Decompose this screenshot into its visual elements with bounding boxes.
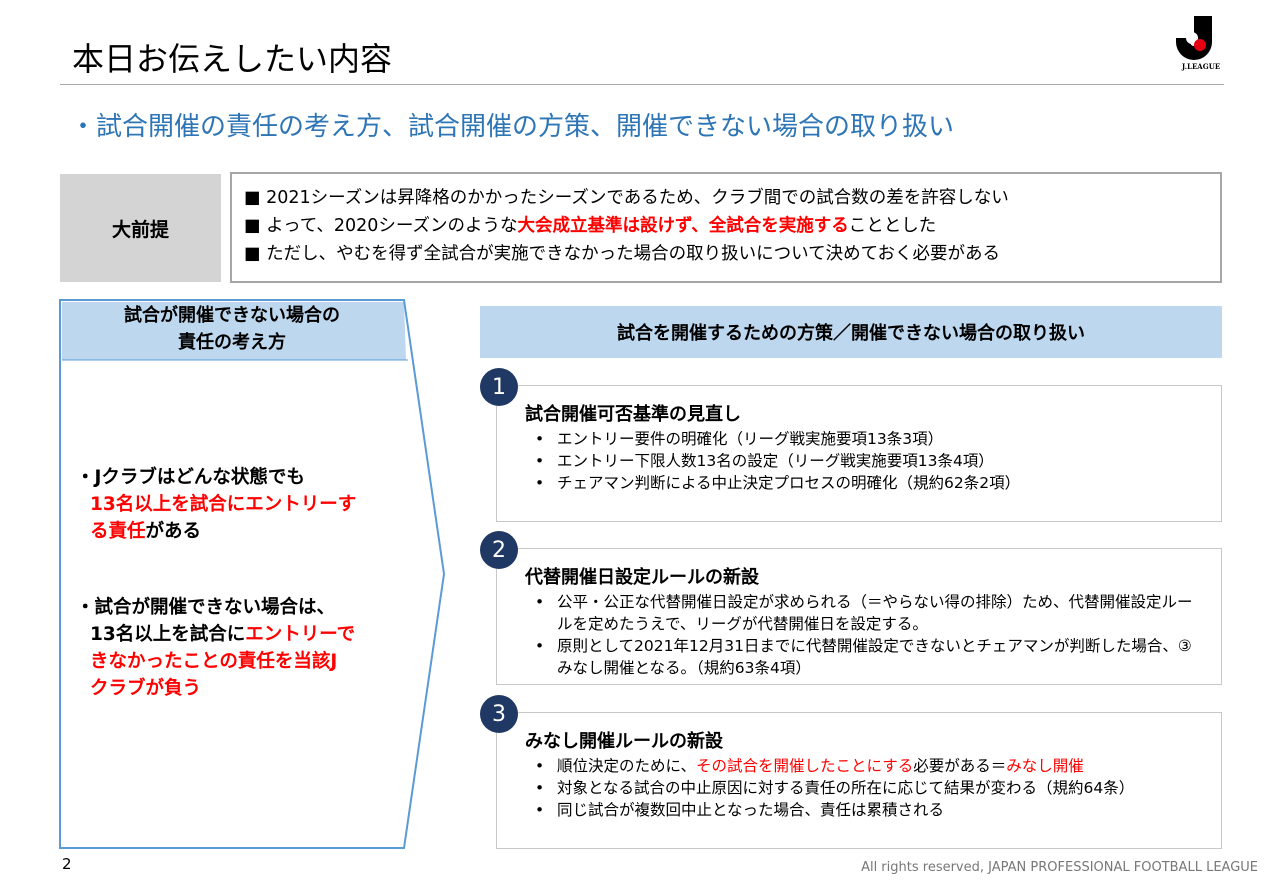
premise-text: ■ よって、2020シーズンのような (244, 216, 518, 236)
card-item: エントリー下限人数13名の設定（リーグ戦実施要項13条4項） (525, 450, 1221, 472)
header-line: 責任の考え方 (178, 332, 286, 353)
bullet-text: ・Jクラブはどんな状態でも (76, 467, 305, 488)
bullet-text: 13名以上を試合に (90, 624, 246, 645)
step-number-badge: 1 (480, 368, 518, 406)
premise-box: ■ 2021シーズンは昇降格のかかったシーズンであるため、クラブ間での試合数の差… (230, 172, 1222, 283)
responsibility-bullet: ・Jクラブはどんな状態でも 13名以上を試合にエントリーす る責任がある (76, 464, 356, 545)
premise-line: ■ ただし、やむを得ず全試合が実施できなかった場合の取り扱いについて決めておく必… (244, 240, 1220, 268)
card-title: 試合開催可否基準の見直し (525, 404, 741, 425)
measure-card-1: 試合開催可否基準の見直し エントリー要件の明確化（リーグ戦実施要項13条3項）エ… (496, 385, 1222, 522)
card-item: 同じ試合が複数回中止となった場合、責任は累積される (525, 799, 1197, 821)
responsibility-bullet: ・試合が開催できない場合は、 13名以上を試合にエントリーで きなかったことの責… (76, 594, 355, 702)
step-number-badge: 3 (480, 695, 518, 733)
card-item: エントリー要件の明確化（リーグ戦実施要項13条3項） (525, 428, 1221, 450)
card-item: チェアマン判断による中止決定プロセスの明確化（規約62条2項） (525, 472, 1221, 494)
measure-card-2: 代替開催日設定ルールの新設 公平・公正な代替開催日設定が求められる（＝やらない得… (496, 548, 1222, 685)
card-item: 順位決定のために、その試合を開催したことにする必要がある＝みなし開催 (525, 755, 1197, 777)
jleague-logo: J.LEAGUE (1172, 14, 1232, 76)
responsibility-header: 試合が開催できない場合の 責任の考え方 (62, 302, 402, 360)
bullet-highlight: る責任 (90, 521, 146, 542)
page-number: 2 (62, 855, 72, 873)
page-title: 本日お伝えしたい内容 (72, 40, 393, 78)
bullet-text: がある (145, 521, 202, 542)
card-title: 代替開催日設定ルールの新設 (525, 567, 759, 588)
premise-line: ■ 2021シーズンは昇降格のかかったシーズンであるため、クラブ間での試合数の差… (244, 184, 1220, 212)
premise-label: 大前提 (60, 174, 221, 282)
premise-text: ■ 2021シーズンは昇降格のかかったシーズンであるため、クラブ間での試合数の差… (244, 188, 1009, 208)
premise-line: ■ よって、2020シーズンのような大会成立基準は設けず、全試合を実施することと… (244, 212, 1220, 240)
header-line: 試合が開催できない場合の (124, 305, 340, 326)
card-item: 対象となる試合の中止原因に対する責任の所在に応じて結果が変わる（規約64条） (525, 777, 1197, 799)
copyright-footer: All rights reserved, JAPAN PROFESSIONAL … (861, 860, 1258, 875)
measure-card-3: みなし開催ルールの新設 順位決定のために、その試合を開催したことにする必要がある… (496, 712, 1222, 849)
bullet-text: ・試合が開催できない場合は、 (76, 597, 336, 618)
subtitle: ・試合開催の責任の考え方、試合開催の方策、開催できない場合の取り扱い (70, 112, 955, 142)
card-title: みなし開催ルールの新設 (525, 731, 723, 752)
step-number-badge: 2 (480, 531, 518, 569)
bullet-highlight: 13名以上を試合にエントリーす (90, 494, 357, 515)
card-item: 原則として2021年12月31日までに代替開催設定できないとチェアマンが判断した… (525, 635, 1197, 679)
measures-header: 試合を開催するための方策／開催できない場合の取り扱い (480, 306, 1222, 358)
premise-text: ■ ただし、やむを得ず全試合が実施できなかった場合の取り扱いについて決めておく必… (244, 244, 1001, 264)
premise-highlight: 大会成立基準は設けず、全試合を実施する (517, 216, 849, 236)
svg-text:J.LEAGUE: J.LEAGUE (1181, 62, 1220, 71)
bullet-highlight: エントリーで (245, 624, 356, 645)
responsibility-panel-shape (59, 299, 446, 849)
card-item: 公平・公正な代替開催日設定が求められる（＝やらない得の排除）ため、代替開催設定ル… (525, 591, 1197, 635)
bullet-highlight: きなかったことの責任を当該J (90, 651, 338, 672)
bullet-highlight: クラブが負う (90, 678, 202, 699)
title-divider (60, 84, 1224, 85)
premise-text: こととした (848, 216, 937, 236)
